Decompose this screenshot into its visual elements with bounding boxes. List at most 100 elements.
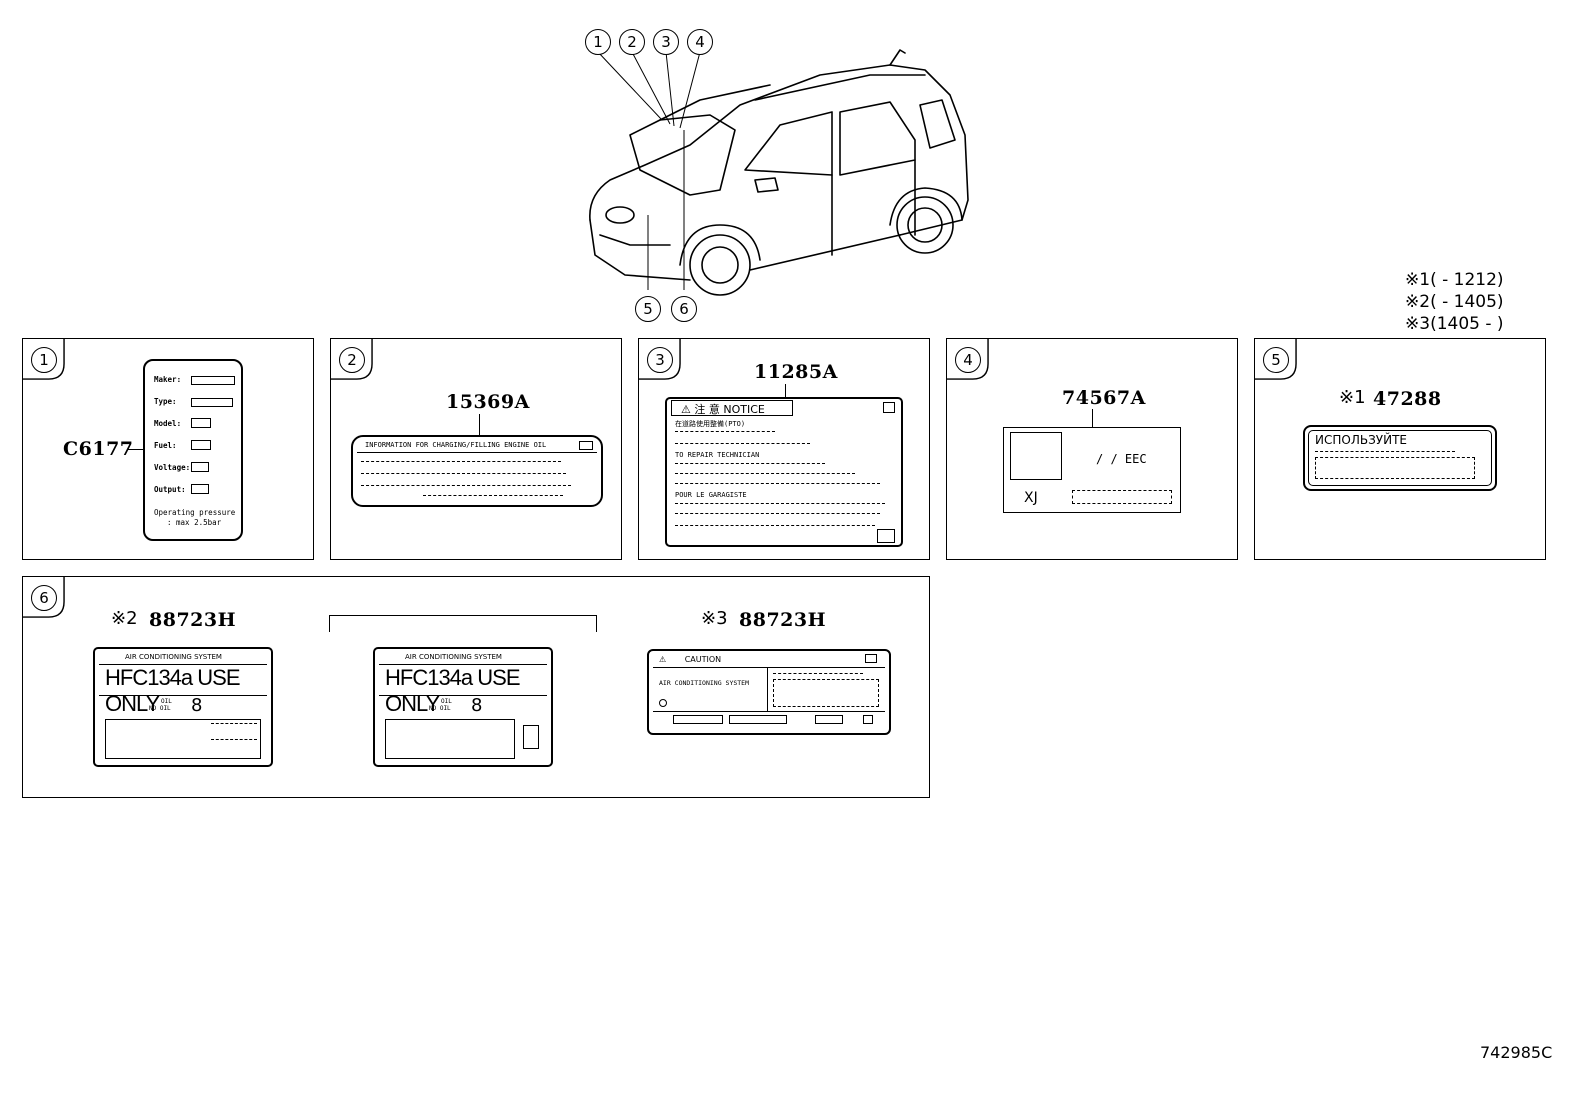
panel-6: 6 ※2 88723H AIR CONDITIONING SYSTEM HFC1…: [22, 576, 930, 798]
icon-box: [579, 441, 593, 450]
panel-number: 3: [647, 347, 673, 373]
xj-text: XJ: [1024, 490, 1038, 506]
panel-number: 1: [31, 347, 57, 373]
label-drawing: ⚠ 注 意 NOTICE 在道路使用整備(PTO) TO REPAIR TECH…: [665, 397, 903, 547]
panel-5: 5 ※1 47288 ИСПОЛЬЗУЙТЕ: [1254, 338, 1546, 560]
panel-1: 1 C6177 Maker: Type: Model: Fuel: Voltag…: [22, 338, 314, 560]
part-number: 74567A: [1062, 387, 1146, 409]
caution-label: ⚠ CAUTION AIR CONDITIONING SYSTEM: [647, 649, 891, 735]
panel-number: 6: [31, 585, 57, 611]
info-block: [773, 679, 879, 707]
applicability-mark: ※2: [111, 608, 138, 629]
rule: [379, 695, 547, 696]
ac-label-left: AIR CONDITIONING SYSTEM HFC134a USE ONLY…: [93, 647, 273, 767]
oil-text: OIL: [441, 698, 452, 705]
footer-line-2: : max 2.5bar: [167, 518, 222, 527]
notice-line-1: 在道路使用整備(PTO): [675, 420, 746, 428]
part-number: C6177: [63, 438, 134, 460]
ac-system-text: AIR CONDITIONING SYSTEM: [659, 679, 750, 687]
divider: [767, 667, 768, 711]
rule: [99, 664, 267, 665]
panel-number: 2: [339, 347, 365, 373]
field-box: [191, 398, 233, 407]
panel-tab: [638, 338, 681, 380]
footer-line-1: Operating pressure: [154, 508, 236, 517]
panel-tab: [22, 576, 65, 618]
field-box: [191, 484, 209, 494]
field-box: [191, 376, 235, 385]
panel-3: 3 11285A ⚠ 注 意 NOTICE 在道路使用整備(PTO) TO RE…: [638, 338, 930, 560]
pag-number: 8: [471, 695, 483, 716]
field-box: [729, 715, 787, 724]
applicability-notes: ※1( - 1212) ※2( - 1405) ※3(1405 - ): [1405, 270, 1555, 340]
ac-title: AIR CONDITIONING SYSTEM: [405, 653, 502, 661]
text-line: [773, 673, 863, 674]
field-box: [191, 462, 209, 472]
caution-header: ⚠ CAUTION: [659, 655, 722, 664]
text-line: [675, 473, 855, 474]
text-line: [675, 463, 825, 464]
text-line: [1315, 451, 1455, 452]
info-block: [385, 719, 515, 759]
small-box: [523, 725, 539, 749]
part-number: 88723H: [739, 609, 827, 631]
hfc-text: HFC134a USE ONLY: [385, 665, 521, 716]
icon-box: [883, 402, 895, 413]
part-number: 11285A: [754, 361, 838, 383]
part-number: 47288: [1373, 388, 1442, 410]
row-label: Fuel:: [154, 441, 177, 450]
row-label: Voltage:: [154, 463, 191, 472]
leader-line: [785, 384, 786, 398]
part-number: 15369A: [446, 391, 530, 413]
callout-4: 4: [687, 29, 713, 55]
info-block: [105, 719, 261, 759]
row-label: Output:: [154, 485, 186, 494]
vehicle-overview: 1 2 3 4 5 6: [570, 20, 990, 330]
label-header: INFORMATION FOR CHARGING/FILLING ENGINE …: [365, 441, 547, 449]
rule: [653, 667, 885, 668]
row-label: Model:: [154, 419, 182, 428]
label-drawing: ИСПОЛЬЗУЙТЕ: [1303, 425, 1497, 491]
panel-number: 5: [1263, 347, 1289, 373]
ac-label-middle: AIR CONDITIONING SYSTEM HFC134a USE ONLY…: [373, 647, 553, 767]
field-box: [191, 440, 211, 450]
text-line: [675, 513, 880, 514]
panel-tab: [1254, 338, 1297, 380]
rule: [99, 695, 267, 696]
corner-box: [877, 529, 895, 543]
text-line: [423, 495, 563, 496]
callout-5: 5: [635, 296, 661, 322]
rule: [379, 664, 547, 665]
text-line: [675, 443, 810, 444]
text-line: [211, 723, 257, 724]
pag-number: 8: [191, 695, 203, 716]
pag-text: ND OIL: [149, 705, 171, 712]
hfc-text: HFC134a USE ONLY: [105, 665, 241, 716]
leader-line: [479, 414, 480, 436]
bullet: [659, 699, 667, 707]
icon-box: [865, 654, 877, 663]
pag-text: ND OIL: [429, 705, 451, 712]
text-line: [675, 503, 885, 504]
notice-header: ⚠ 注 意 NOTICE: [681, 403, 765, 416]
text-line: [361, 485, 571, 486]
notice-line-2: TO REPAIR TECHNICIAN: [675, 451, 760, 459]
text-line: [675, 525, 875, 526]
rule: [653, 711, 885, 712]
callout-6: 6: [671, 296, 697, 322]
panel-tab: [330, 338, 373, 380]
oil-text: OIL: [161, 698, 172, 705]
serial-box: [1072, 490, 1172, 504]
notice-line-3: POUR LE GARAGISTE: [675, 491, 747, 499]
label-drawing: INFORMATION FOR CHARGING/FILLING ENGINE …: [351, 435, 603, 507]
text-line: [211, 739, 257, 740]
note-2: ※2( - 1405): [1405, 292, 1504, 312]
text-block: [1315, 457, 1475, 479]
callout-1: 1: [585, 29, 611, 55]
note-3: ※3(1405 - ): [1405, 314, 1504, 334]
note-1: ※1( - 1212): [1405, 270, 1504, 290]
callout-3: 3: [653, 29, 679, 55]
logo-square: [1010, 432, 1062, 480]
inner-border: [1308, 430, 1492, 486]
ac-title: AIR CONDITIONING SYSTEM: [125, 653, 222, 661]
